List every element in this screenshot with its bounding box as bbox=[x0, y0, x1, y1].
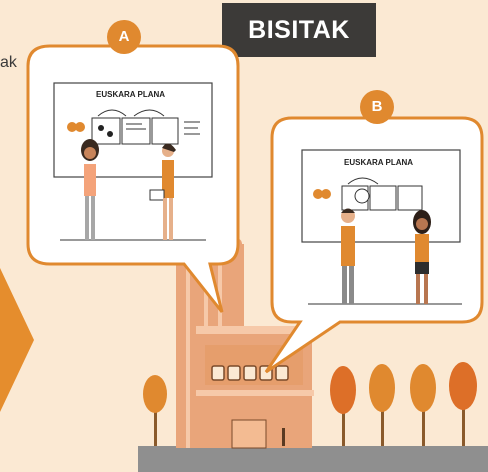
tree-right-3 bbox=[410, 364, 436, 446]
board-a-title: EUSKARA PLANA bbox=[96, 90, 166, 99]
board-b-title: EUSKARA PLANA bbox=[344, 158, 414, 167]
ground bbox=[138, 446, 488, 472]
speech-bubble-a bbox=[26, 44, 240, 313]
left-arrow-shape bbox=[0, 268, 34, 412]
cropped-edge-text: ak bbox=[0, 54, 17, 71]
marker-b-label: B bbox=[371, 98, 383, 115]
tree-right-2 bbox=[369, 364, 395, 446]
marker-a-label: A bbox=[118, 28, 130, 45]
marker-a-circle bbox=[107, 20, 141, 54]
tree-left bbox=[143, 375, 167, 446]
title-badge: BISITAK bbox=[222, 3, 376, 57]
marker-b-circle bbox=[360, 90, 394, 124]
title-text: BISITAK bbox=[248, 15, 350, 44]
speech-bubble-b bbox=[264, 116, 484, 374]
tree-right-4 bbox=[449, 362, 477, 446]
tree-right-1 bbox=[330, 366, 356, 446]
